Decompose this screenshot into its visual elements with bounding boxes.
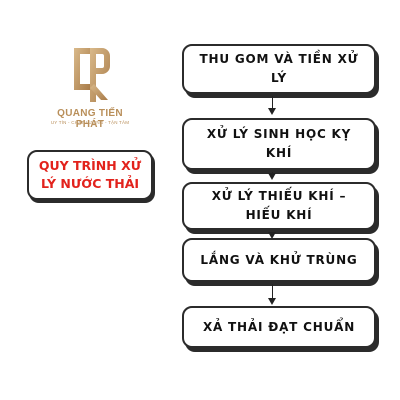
arrow-down-icon	[268, 232, 276, 239]
step-1-label: THU GOM VÀ TIỀN XỬ LÝ	[199, 52, 359, 85]
company-logo: QUANG TIẾN PHÁT UY TÍN - CHẤT LƯỢNG - TẬ…	[42, 44, 138, 130]
step-2-anaerobic: XỬ LÝ SINH HỌC KỴ KHÍ	[182, 118, 376, 170]
process-title-box: QUY TRÌNH XỬ LÝ NƯỚC THẢI	[27, 150, 153, 200]
arrow-down-icon	[268, 284, 276, 305]
arrow-down-icon	[268, 96, 276, 115]
logo-brand-name: QUANG TIẾN PHÁT	[57, 108, 123, 130]
step-1-collection: THU GOM VÀ TIỀN XỬ LÝ	[182, 44, 376, 94]
qtp-monogram-icon	[74, 48, 110, 102]
step-2-label: XỬ LÝ SINH HỌC KỴ KHÍ	[206, 127, 352, 160]
step-3-anoxic-aerobic: XỬ LÝ THIẾU KHÍ – HIẾU KHÍ	[182, 182, 376, 230]
step-5-discharge: XẢ THẢI ĐẠT CHUẨN	[182, 306, 376, 348]
logo-tagline: UY TÍN - CHẤT LƯỢNG - TẬN TÂM	[50, 120, 130, 125]
step-5-label: XẢ THẢI ĐẠT CHUẨN	[202, 319, 356, 334]
process-title: QUY TRÌNH XỬ LÝ NƯỚC THẢI	[38, 158, 142, 191]
step-4-label: LẮNG VÀ KHỬ TRÙNG	[200, 252, 358, 267]
step-4-settling-disinfection: LẮNG VÀ KHỬ TRÙNG	[182, 238, 376, 282]
step-3-label: XỬ LÝ THIẾU KHÍ – HIẾU KHÍ	[211, 189, 347, 222]
arrow-down-icon	[268, 172, 276, 180]
